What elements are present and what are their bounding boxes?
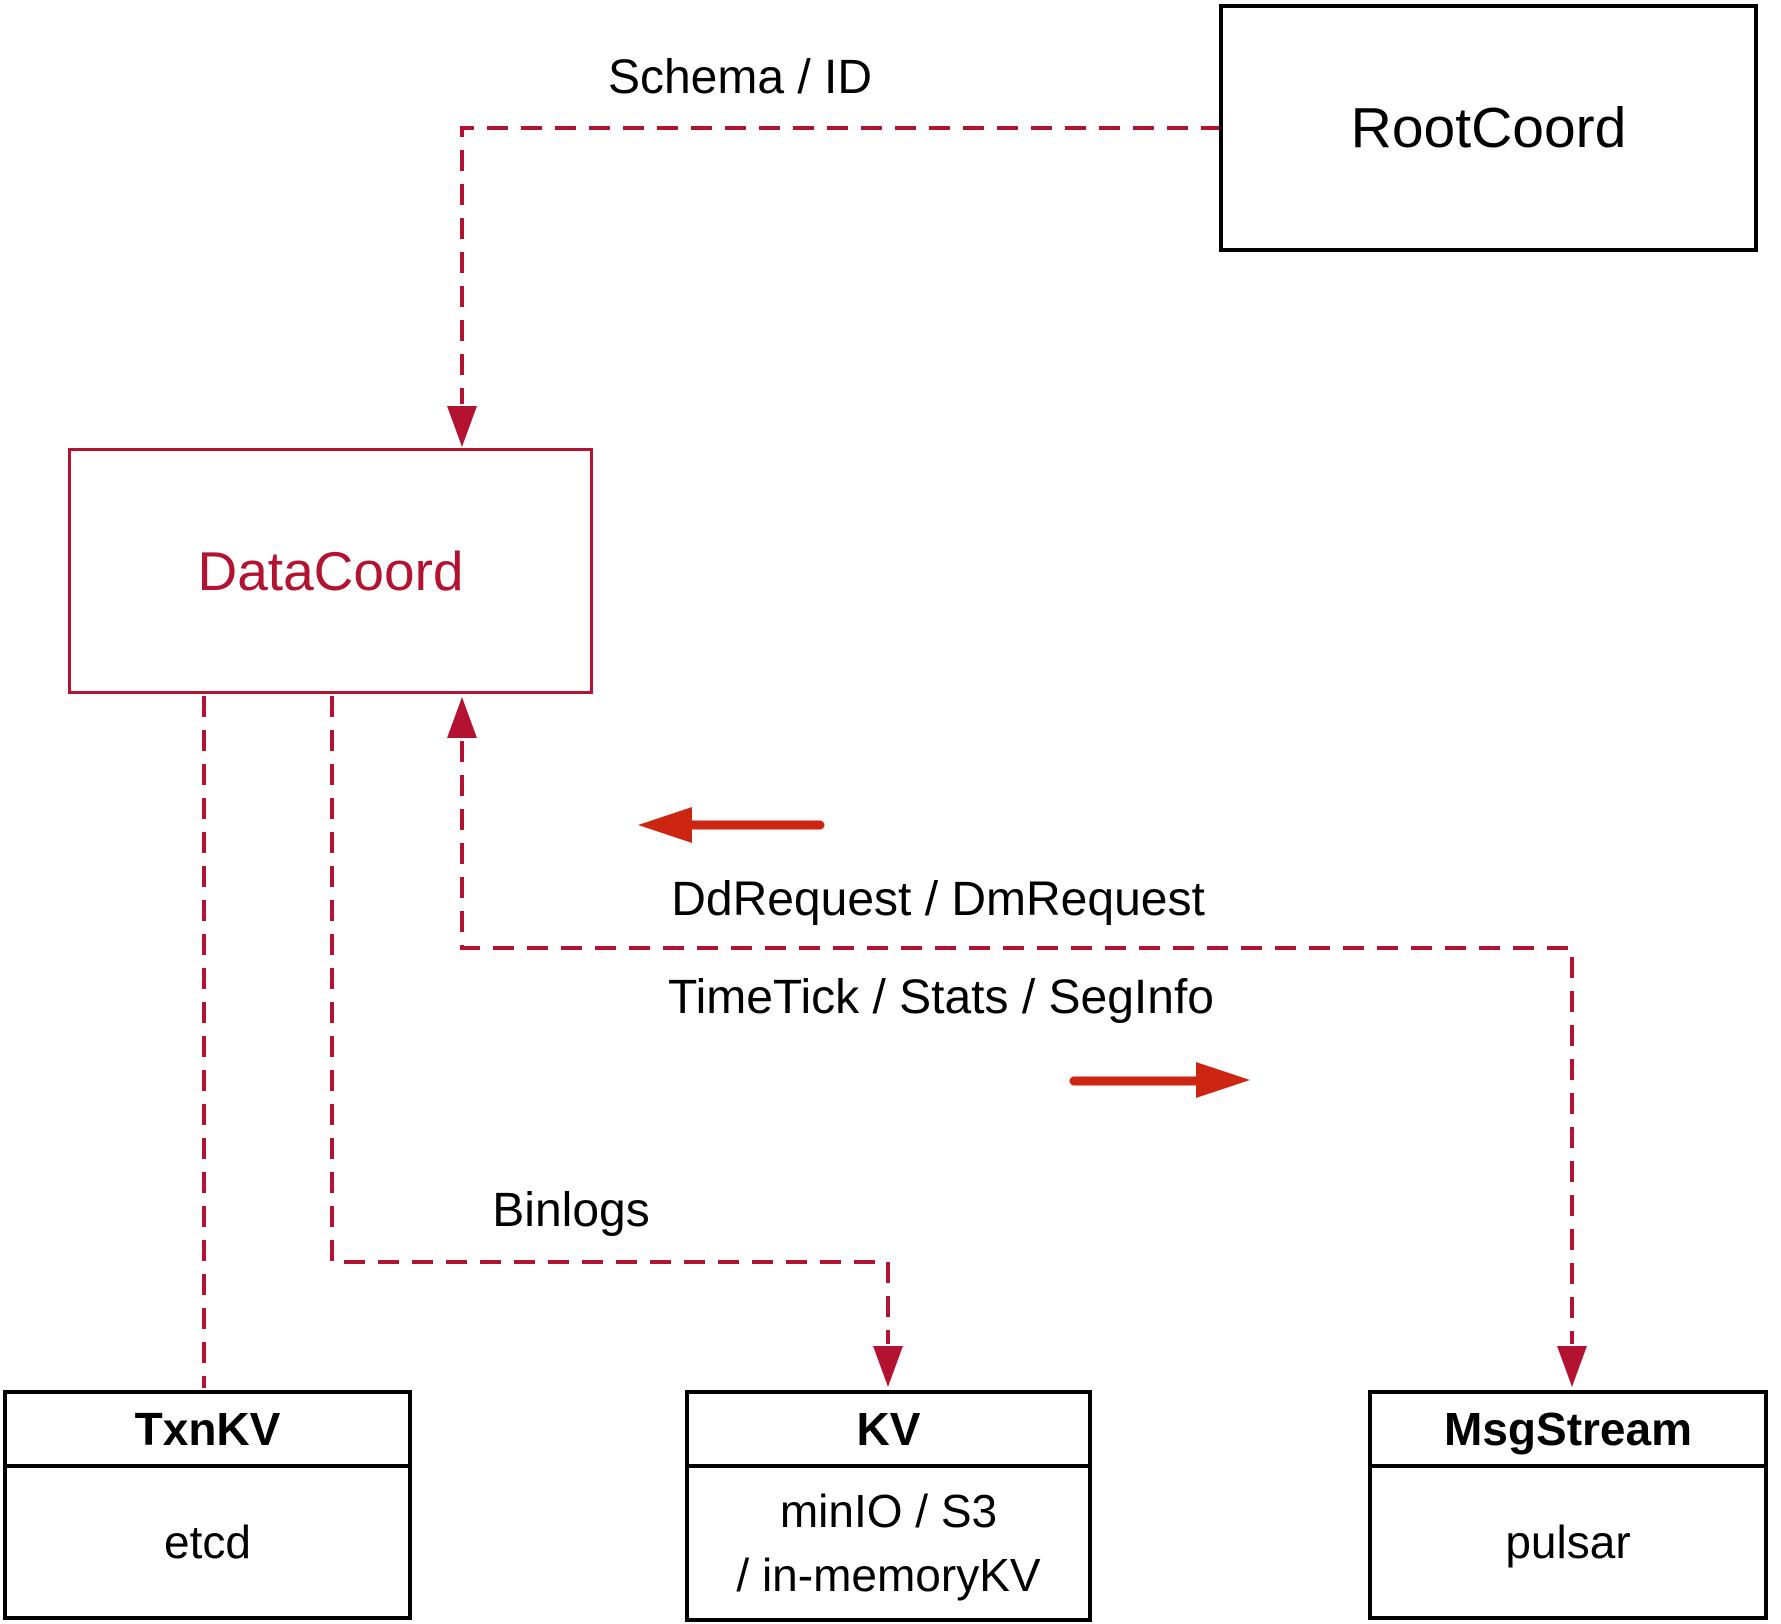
timetick-stats-seginfo-edge-label: TimeTick / Stats / SegInfo — [668, 971, 1214, 1024]
msgstream-node: MsgStream pulsar — [1368, 1390, 1768, 1620]
arrowhead-into-msgstream-icon — [1557, 1346, 1587, 1387]
txnkv-title: TxnKV — [7, 1394, 408, 1468]
kv-body-line2: / in-memoryKV — [736, 1549, 1041, 1601]
msgstream-title: MsgStream — [1372, 1394, 1764, 1468]
rootcoord-node: RootCoord — [1219, 4, 1758, 252]
kv-title: KV — [689, 1394, 1088, 1468]
schema-id-connector — [460, 126, 1222, 404]
arrowhead-into-datacoord-bottom-icon — [447, 697, 477, 738]
datacoord-label: DataCoord — [197, 540, 464, 602]
binlogs-edge-label: Binlogs — [492, 1184, 650, 1237]
request-timetick-connector — [460, 741, 1574, 1344]
txnkv-body: etcd — [164, 1516, 251, 1568]
arrowhead-into-kv-icon — [873, 1346, 903, 1387]
msgstream-body: pulsar — [1505, 1516, 1631, 1568]
dd-dm-request-edge-label: DdRequest / DmRequest — [671, 873, 1205, 926]
txnkv-node: TxnKV etcd — [3, 1390, 412, 1620]
left-flow-arrow-icon — [638, 807, 692, 843]
kv-node: KV minIO / S3 / in-memoryKV — [685, 1390, 1092, 1622]
right-flow-arrow-icon — [1196, 1062, 1250, 1098]
rootcoord-label: RootCoord — [1350, 96, 1627, 160]
binlogs-connector — [330, 696, 890, 1344]
schema-id-edge-label: Schema / ID — [607, 51, 873, 104]
arrowhead-into-datacoord-top-icon — [447, 406, 477, 447]
datacoord-node: DataCoord — [68, 448, 593, 694]
kv-body-line1: minIO / S3 — [779, 1485, 998, 1537]
